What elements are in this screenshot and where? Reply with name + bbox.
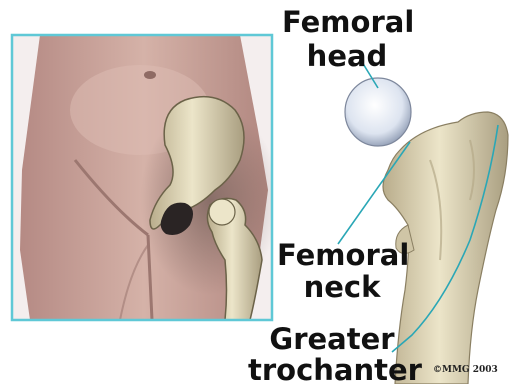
navel bbox=[144, 71, 156, 79]
torso-inset bbox=[12, 35, 280, 320]
greater-trochanter-label-line1: Greater bbox=[262, 325, 402, 354]
greater-trochanter-label-line2: trochanter bbox=[240, 356, 430, 385]
femoral-head-shape bbox=[345, 78, 411, 146]
femoral-head-label-line2: head bbox=[282, 42, 412, 71]
femoral-head-label-line1: Femoral bbox=[282, 8, 412, 37]
femoral-neck-label-line1: Femoral bbox=[277, 241, 407, 270]
femoral-neck-label-line2: neck bbox=[277, 273, 407, 302]
copyright-notice: ©MMG 2003 bbox=[433, 365, 498, 375]
